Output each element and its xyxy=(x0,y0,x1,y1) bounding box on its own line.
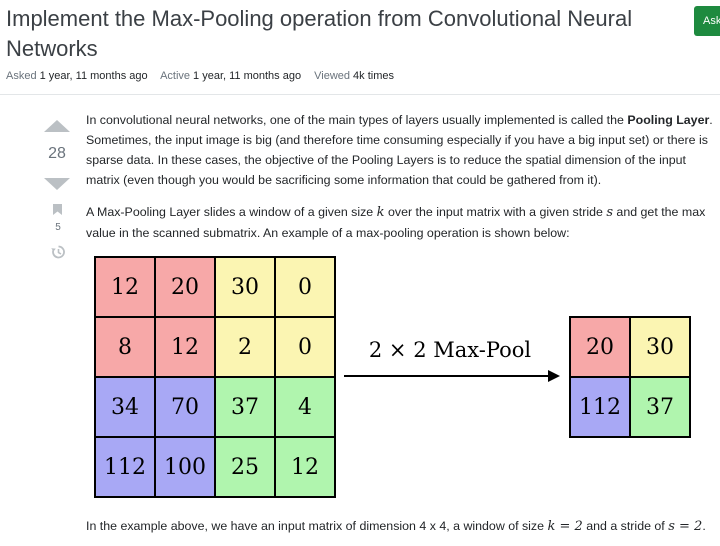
pooling-layer-bold: Pooling Layer xyxy=(627,113,710,127)
output-cell: 112 xyxy=(570,377,630,437)
history-icon[interactable] xyxy=(50,244,66,260)
arrow-line xyxy=(344,375,549,377)
input-cell: 37 xyxy=(215,377,275,437)
input-cell: 34 xyxy=(95,377,155,437)
input-cell: 12 xyxy=(155,317,215,377)
max-pool-label: 2 × 2 Max-Pool xyxy=(368,338,532,362)
asked-value[interactable]: 1 year, 11 months ago xyxy=(39,70,148,82)
viewed-label: Viewed xyxy=(314,70,351,82)
arrow-right-icon xyxy=(548,370,560,382)
math-s: s xyxy=(606,205,613,220)
math-s-equals: s = 2 xyxy=(668,519,703,534)
output-cell: 20 xyxy=(570,317,630,377)
input-cell: 12 xyxy=(275,437,335,497)
input-cell: 70 xyxy=(155,377,215,437)
input-cell: 0 xyxy=(275,257,335,317)
paragraph-max-pooling: A Max-Pooling Layer slides a window of a… xyxy=(86,205,706,240)
input-cell: 4 xyxy=(275,377,335,437)
upvote-arrow-icon[interactable] xyxy=(44,120,70,132)
active-label: Active xyxy=(160,70,191,82)
bookmark-count: 5 xyxy=(55,222,61,233)
active-value[interactable]: 1 year, 11 months ago xyxy=(193,70,302,82)
viewed-value: 4k times xyxy=(353,70,395,82)
input-cell: 25 xyxy=(215,437,275,497)
header-divider xyxy=(0,94,720,95)
paragraph-example: In the example above, we have an input m… xyxy=(86,519,706,534)
input-cell: 0 xyxy=(275,317,335,377)
question-body: In convolutional neural networks, one of… xyxy=(86,110,716,255)
math-k: k xyxy=(376,205,385,220)
input-cell: 20 xyxy=(155,257,215,317)
math-k-equals: k = 2 xyxy=(547,519,583,534)
asked-label: Asked xyxy=(6,70,37,82)
input-cell: 112 xyxy=(95,437,155,497)
ask-question-button[interactable]: Ask xyxy=(694,6,720,36)
input-cell: 30 xyxy=(215,257,275,317)
input-cell: 100 xyxy=(155,437,215,497)
input-cell: 2 xyxy=(215,317,275,377)
paragraph-intro: In convolutional neural networks, one of… xyxy=(86,113,713,187)
output-cell: 30 xyxy=(630,317,690,377)
bookmark-icon[interactable] xyxy=(53,204,62,215)
downvote-arrow-icon[interactable] xyxy=(44,178,70,190)
input-cell: 12 xyxy=(95,257,155,317)
input-cell: 8 xyxy=(95,317,155,377)
question-title[interactable]: Implement the Max-Pooling operation from… xyxy=(6,6,633,61)
output-cell: 37 xyxy=(630,377,690,437)
vote-count: 28 xyxy=(48,145,66,162)
